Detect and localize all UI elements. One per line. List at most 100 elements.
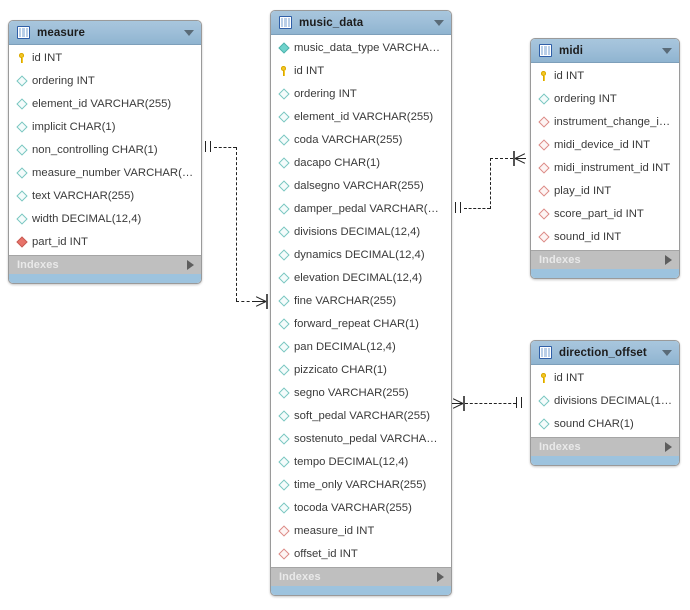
diamond-red-icon — [538, 231, 549, 242]
column-row[interactable]: play_id INT — [531, 179, 679, 202]
column-label: element_id VARCHAR(255) — [294, 110, 434, 123]
diamond-icon — [278, 387, 289, 398]
diamond-icon — [16, 167, 27, 178]
connector-segment — [490, 158, 513, 159]
column-row[interactable]: divisions DECIMAL(12,4) — [271, 220, 451, 243]
chevron-right-icon[interactable] — [665, 442, 672, 452]
indexes-section[interactable]: Indexes — [271, 567, 451, 586]
column-row[interactable]: dynamics DECIMAL(12,4) — [271, 243, 451, 266]
table-icon — [539, 44, 552, 57]
column-row[interactable]: non_controlling CHAR(1) — [9, 138, 201, 161]
diamond-icon — [278, 157, 289, 168]
column-row[interactable]: damper_pedal VARCHAR(255) — [271, 197, 451, 220]
connector-segment — [236, 301, 255, 302]
column-label: measure_number VARCHAR(255) — [32, 166, 195, 179]
chevron-right-icon[interactable] — [437, 572, 444, 582]
chevron-down-icon[interactable] — [184, 29, 194, 36]
column-label: ordering INT — [554, 92, 617, 105]
column-row[interactable]: sound_id INT — [531, 225, 679, 248]
diamond-icon — [278, 433, 289, 444]
diamond-icon — [278, 502, 289, 513]
column-row[interactable]: tocoda VARCHAR(255) — [271, 496, 451, 519]
column-row[interactable]: time_only VARCHAR(255) — [271, 473, 451, 496]
column-label: sostenuto_pedal VARCHAR(2... — [294, 432, 445, 445]
diamond-icon — [16, 75, 27, 86]
table-header-measure[interactable]: measure — [9, 21, 201, 45]
column-row[interactable]: ordering INT — [271, 82, 451, 105]
column-row[interactable]: id INT — [531, 64, 679, 87]
column-row[interactable]: instrument_change_id INT — [531, 110, 679, 133]
table-music_data[interactable]: music_data music_data_type VARCHAR(31) id … — [270, 10, 452, 596]
column-row[interactable]: midi_instrument_id INT — [531, 156, 679, 179]
column-label: music_data_type VARCHAR(31) — [294, 41, 445, 54]
table-header-music_data[interactable]: music_data — [271, 11, 451, 35]
column-row[interactable]: element_id VARCHAR(255) — [9, 92, 201, 115]
column-row[interactable]: width DECIMAL(12,4) — [9, 207, 201, 230]
column-row[interactable]: segno VARCHAR(255) — [271, 381, 451, 404]
column-row[interactable]: score_part_id INT — [531, 202, 679, 225]
column-row[interactable]: elevation DECIMAL(12,4) — [271, 266, 451, 289]
diamond-icon — [278, 134, 289, 145]
diamond-red-filled-icon — [16, 236, 27, 247]
column-row[interactable]: implicit CHAR(1) — [9, 115, 201, 138]
column-row[interactable]: offset_id INT — [271, 542, 451, 565]
column-row[interactable]: id INT — [531, 366, 679, 389]
indexes-section[interactable]: Indexes — [531, 437, 679, 456]
column-row[interactable]: sound CHAR(1) — [531, 412, 679, 435]
table-bottom-strip — [271, 586, 451, 595]
indexes-section[interactable]: Indexes — [9, 255, 201, 274]
column-label: divisions DECIMAL(12,4) — [554, 394, 673, 407]
diamond-red-icon — [538, 185, 549, 196]
column-row[interactable]: coda VARCHAR(255) — [271, 128, 451, 151]
table-icon — [17, 26, 30, 39]
column-row[interactable]: forward_repeat CHAR(1) — [271, 312, 451, 335]
column-row[interactable]: element_id VARCHAR(255) — [271, 105, 451, 128]
table-columns: id INT ordering INT instrument_change_id I… — [531, 63, 679, 250]
column-row[interactable]: measure_number VARCHAR(255) — [9, 161, 201, 184]
column-row[interactable]: music_data_type VARCHAR(31) — [271, 36, 451, 59]
table-header-midi[interactable]: midi — [531, 39, 679, 63]
cardinality-one-direction-offset — [516, 397, 523, 408]
column-row[interactable]: fine VARCHAR(255) — [271, 289, 451, 312]
table-title: music_data — [299, 16, 364, 29]
table-header-direction_offset[interactable]: direction_offset — [531, 341, 679, 365]
chevron-down-icon[interactable] — [662, 349, 672, 356]
chevron-down-icon[interactable] — [434, 19, 444, 26]
column-label: width DECIMAL(12,4) — [32, 212, 142, 225]
column-row[interactable]: measure_id INT — [271, 519, 451, 542]
diamond-icon — [278, 341, 289, 352]
chevron-right-icon[interactable] — [187, 260, 194, 270]
chevron-down-icon[interactable] — [662, 47, 672, 54]
diamond-red-icon — [538, 116, 549, 127]
column-label: dacapo CHAR(1) — [294, 156, 381, 169]
table-icon — [539, 346, 552, 359]
chevron-right-icon[interactable] — [665, 255, 672, 265]
diamond-red-icon — [538, 208, 549, 219]
diamond-icon — [16, 144, 27, 155]
column-row[interactable]: midi_device_id INT — [531, 133, 679, 156]
column-row[interactable]: soft_pedal VARCHAR(255) — [271, 404, 451, 427]
diamond-icon — [278, 180, 289, 191]
column-row[interactable]: pizzicato CHAR(1) — [271, 358, 451, 381]
column-row[interactable]: id INT — [271, 59, 451, 82]
indexes-section[interactable]: Indexes — [531, 250, 679, 269]
column-label: element_id VARCHAR(255) — [32, 97, 172, 110]
column-row[interactable]: ordering INT — [9, 69, 201, 92]
column-row[interactable]: sostenuto_pedal VARCHAR(2... — [271, 427, 451, 450]
column-row[interactable]: ordering INT — [531, 87, 679, 110]
column-row[interactable]: pan DECIMAL(12,4) — [271, 335, 451, 358]
diamond-icon — [16, 213, 27, 224]
diamond-icon — [278, 456, 289, 467]
column-row[interactable]: part_id INT — [9, 230, 201, 253]
column-label: measure_id INT — [294, 524, 375, 537]
column-row[interactable]: id INT — [9, 46, 201, 69]
column-row[interactable]: text VARCHAR(255) — [9, 184, 201, 207]
column-row[interactable]: tempo DECIMAL(12,4) — [271, 450, 451, 473]
column-row[interactable]: dalsegno VARCHAR(255) — [271, 174, 451, 197]
column-row[interactable]: divisions DECIMAL(12,4) — [531, 389, 679, 412]
column-row[interactable]: dacapo CHAR(1) — [271, 151, 451, 174]
